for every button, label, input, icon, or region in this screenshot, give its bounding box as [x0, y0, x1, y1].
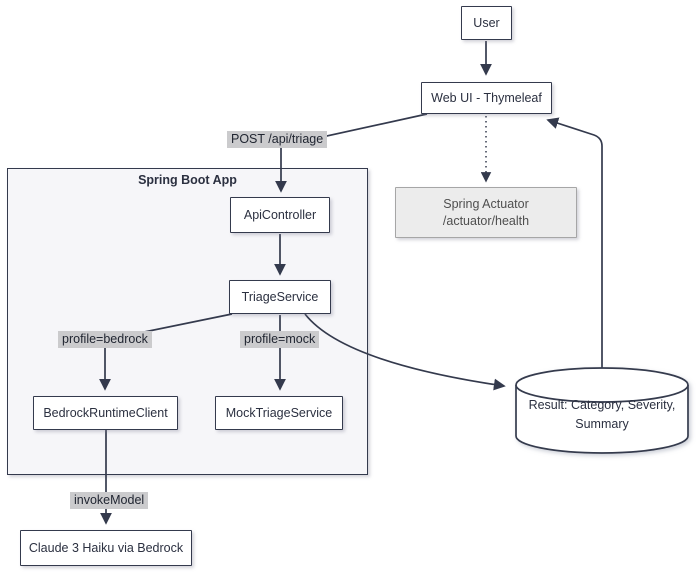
edge-triageservice-to-bedrockclient: [99, 313, 233, 391]
node-web-ui-label: Web UI - Thymeleaf: [431, 90, 542, 105]
node-result-line2: Summary: [575, 417, 629, 431]
node-result-label: Result: Category, Severity, Summary: [516, 396, 688, 434]
edge-label-invoke-model: invokeModel: [70, 492, 149, 509]
node-user: User: [461, 6, 512, 40]
node-result-line1: Result: Category, Severity,: [528, 398, 676, 412]
node-triage-service: TriageService: [229, 280, 331, 314]
node-claude-3-haiku: Claude 3 Haiku via Bedrock: [20, 530, 192, 566]
edge-webui-to-apicontroller: [275, 113, 428, 193]
node-api-controller: ApiController: [230, 197, 330, 233]
node-mock-triage-service-label: MockTriageService: [225, 405, 333, 420]
edge-triageservice-to-result: [304, 313, 506, 391]
node-mock-triage-service: MockTriageService: [215, 396, 343, 430]
spring-boot-app-title: Spring Boot App: [138, 173, 237, 187]
node-claude-3-haiku-label: Claude 3 Haiku via Bedrock: [28, 540, 184, 555]
edge-label-post-api-triage: POST /api/triage: [227, 131, 328, 148]
edge-result-to-webui: [546, 117, 603, 368]
node-triage-service-label: TriageService: [241, 289, 319, 304]
node-spring-actuator: Spring Actuator /actuator/health: [395, 187, 577, 238]
edge-label-profile-bedrock: profile=bedrock: [58, 331, 152, 348]
node-user-label: User: [473, 15, 500, 30]
result-cylinder: [515, 367, 689, 454]
node-bedrock-runtime-client: BedrockRuntimeClient: [33, 396, 178, 430]
edge-label-profile-mock: profile=mock: [240, 331, 320, 348]
node-spring-actuator-line1: Spring Actuator: [443, 197, 529, 212]
node-web-ui-thymeleaf: Web UI - Thymeleaf: [421, 82, 552, 114]
node-api-controller-label: ApiController: [243, 207, 317, 222]
node-bedrock-runtime-client-label: BedrockRuntimeClient: [43, 405, 168, 420]
node-spring-actuator-line2: /actuator/health: [442, 213, 530, 228]
